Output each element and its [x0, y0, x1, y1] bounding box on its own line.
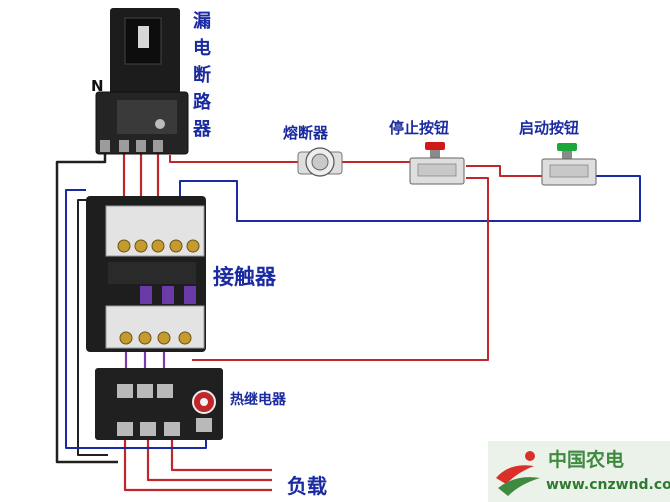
contactor-nameplate	[108, 262, 196, 284]
contactor-screw-1	[117, 239, 131, 253]
contactor-window-1	[140, 286, 152, 304]
contactor-label: 接触器	[213, 265, 276, 289]
watermark-url: www.cnzwnd.com	[546, 477, 670, 493]
breaker-device	[95, 8, 189, 155]
breaker-terminal-3	[153, 140, 163, 152]
contactor-screw-3	[151, 239, 165, 253]
start-coil-wire	[179, 175, 641, 222]
thermal-relay-device	[95, 368, 223, 440]
breaker-test-panel	[117, 100, 177, 134]
neutral-label: N	[91, 77, 104, 95]
breaker-label: 漏电断路器	[193, 11, 211, 140]
wires	[55, 135, 641, 492]
stop-start-wire	[466, 165, 548, 177]
contactor-bottom-screw-1	[119, 331, 133, 345]
relay-aux-terminal	[196, 418, 212, 432]
fuse-label: 熔断器	[283, 124, 329, 142]
contactor-window-2	[162, 286, 174, 304]
stop-button-device	[409, 142, 465, 185]
stop-button-label: 停止按钮	[389, 119, 450, 137]
watermark-site-name: 中国农电	[548, 449, 625, 471]
relay-terminal-bottom-2	[140, 422, 156, 436]
breaker-lever	[138, 26, 149, 48]
breaker-terminal-1	[119, 140, 129, 152]
relay-contact-wire	[65, 189, 207, 449]
watermark-logo-icon	[496, 451, 540, 496]
stop-button-stem	[430, 150, 440, 158]
relay-terminal-top-3	[157, 384, 173, 398]
start-button-stem	[562, 151, 572, 159]
contactor-screw-4	[169, 239, 183, 253]
load-wire-1	[123, 438, 272, 492]
relay-terminal-bottom-1	[117, 422, 133, 436]
watermark: 中国农电 www.cnzwnd.com	[488, 441, 670, 502]
start-button-contact	[549, 164, 589, 178]
contactor-bottom-screw-3	[157, 331, 171, 345]
breaker-terminal-n	[100, 140, 110, 152]
load-wire-2	[146, 438, 272, 482]
contactor-window-3	[184, 286, 196, 304]
start-button-cap	[557, 143, 577, 151]
breaker-terminal-2	[136, 140, 146, 152]
load-wire-3	[170, 438, 272, 472]
aux-contact-wire	[192, 177, 489, 361]
load-label: 负载	[287, 474, 327, 498]
contactor-bottom-screw-2	[138, 331, 152, 345]
supply-wire-red	[169, 155, 300, 163]
stop-button-cap	[425, 142, 445, 150]
start-button-device	[541, 143, 597, 186]
contactor-device	[86, 196, 206, 352]
start-button-label: 启动按钮	[519, 119, 580, 137]
stop-button-contact	[417, 163, 457, 177]
relay-terminal-top-2	[137, 384, 153, 398]
breaker-test-button	[155, 119, 165, 129]
inner-black-wire	[77, 199, 108, 456]
fuse-device	[297, 147, 343, 177]
contactor-screw-2	[134, 239, 148, 253]
thermal-relay-label: 热继电器	[230, 392, 286, 408]
relay-dial-center	[200, 398, 208, 406]
contactor-bottom-screw-4	[178, 331, 192, 345]
contactor-screw-5	[186, 239, 200, 253]
relay-terminal-bottom-3	[164, 422, 180, 436]
relay-terminal-top-1	[117, 384, 133, 398]
fuse-cap-inner	[311, 153, 329, 171]
